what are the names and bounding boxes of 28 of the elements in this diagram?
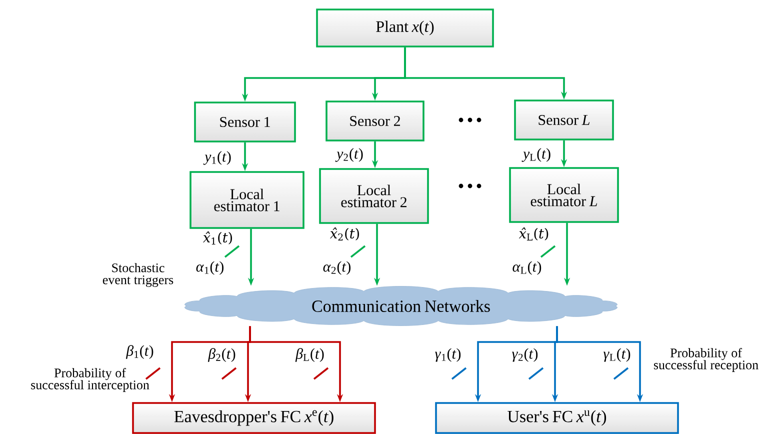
process-box: Plant x(t) xyxy=(316,8,494,48)
edge-label: β$_{L}$(t) xyxy=(294,347,326,363)
fusion-center-box: User's FC x$^{u}$(t) xyxy=(435,402,679,434)
edge-label: γ$_{2}$(t) xyxy=(510,347,540,363)
network-cloud: Communication Networks xyxy=(184,286,618,326)
symbol-label: α$_{1}$(t) xyxy=(196,261,224,275)
edge-label: β$_{1}$(t) xyxy=(125,344,155,360)
annotation-text: Probability of successful interception xyxy=(31,368,150,392)
annotation-text: Probability of successful reception xyxy=(654,348,758,372)
edge-label: y$_{2}$(t) xyxy=(335,147,364,163)
edge-label: y$_{L}$(t) xyxy=(522,147,552,163)
edge-label: x̂$_{L}$(t) xyxy=(518,226,550,242)
process-box: Local estimator L xyxy=(509,167,619,223)
edge-label: γ$_{L}$(t) xyxy=(602,347,632,363)
process-box: Sensor 2 xyxy=(326,100,424,142)
symbol-label: α$_{L}$(t) xyxy=(512,261,542,275)
edge-label: x̂$_{2}$(t) xyxy=(328,226,362,242)
process-box: Sensor 1 xyxy=(194,102,296,142)
process-box: Local estimator 1 xyxy=(190,171,304,229)
fusion-center-box: Eavesdropper's FC x$^{e}$(t) xyxy=(132,402,376,434)
edge-label: γ$_{1}$(t) xyxy=(434,347,462,363)
edge-label: x̂$_{1}$(t) xyxy=(202,230,234,246)
process-box: Sensor L xyxy=(514,100,614,140)
symbol-label: α$_{2}$(t) xyxy=(323,261,350,275)
annotation-text: Stochastic event triggers xyxy=(102,263,174,287)
edge-label: y$_{1}$(t) xyxy=(203,150,232,166)
process-box: Local estimator 2 xyxy=(319,168,429,224)
edge-label: β$_{2}$(t) xyxy=(207,347,237,363)
